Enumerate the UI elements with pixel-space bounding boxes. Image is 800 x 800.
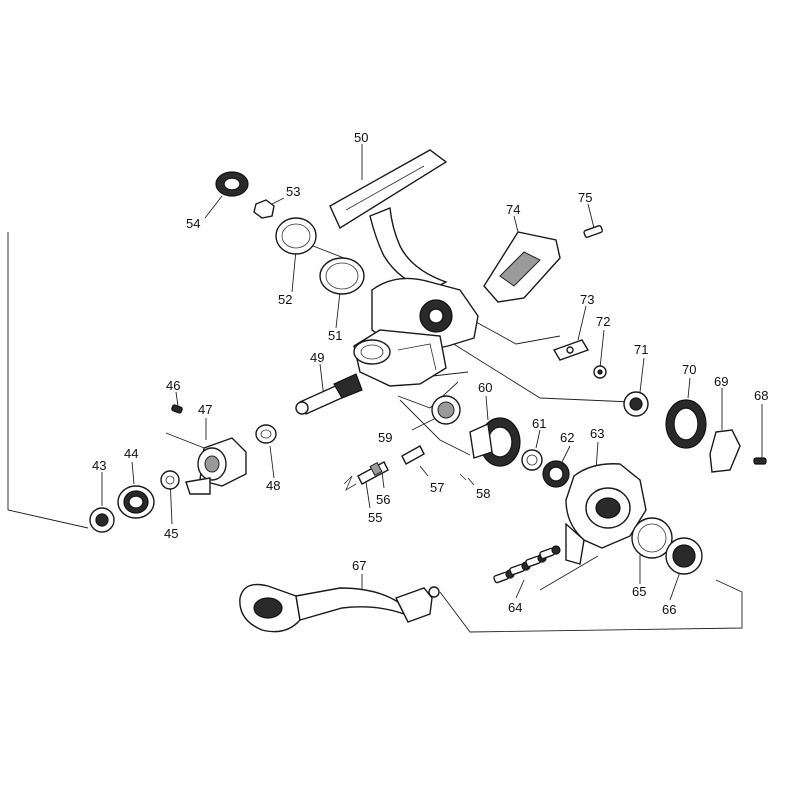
part-50-reel-foot [329,149,448,291]
part-73-plate [552,339,590,361]
part-74-cover [483,231,561,303]
label-56: 56 [376,492,390,507]
part-67-handle [239,583,440,633]
label-72: 72 [596,314,610,329]
label-52: 52 [278,292,292,307]
part-54-bearing [215,171,249,197]
part-43-bushing [89,507,115,533]
part-68-screw [753,457,767,465]
part-47-clutch [185,437,247,495]
part-64-screws [493,545,561,584]
part-63-side-cover [565,463,647,565]
part-49-pinion-gear [295,373,363,415]
label-55: 55 [368,510,382,525]
part-53-nut [253,199,275,219]
part-61-washer [521,449,543,471]
label-51: 51 [328,328,342,343]
label-44: 44 [124,446,138,461]
label-65: 65 [632,584,646,599]
part-60-drive-gear [469,417,521,467]
label-67: 67 [352,558,366,573]
part-72-screw [593,365,607,379]
part-52-ring [275,217,317,255]
leader-lines [7,144,763,633]
label-54: 54 [186,216,200,231]
part-71-bearing [623,391,649,417]
label-71: 71 [634,342,648,357]
label-60: 60 [478,380,492,395]
label-46: 46 [166,378,180,393]
part-48-washer [255,424,277,444]
part-57-pin [401,445,425,465]
part-75-screw [583,224,603,238]
label-58: 58 [476,486,490,501]
label-73: 73 [580,292,594,307]
label-45: 45 [164,526,178,541]
label-75: 75 [578,190,592,205]
label-43: 43 [92,458,106,473]
part-51-gasket [319,257,365,295]
label-61: 61 [532,416,546,431]
part-56-shaft [357,461,389,485]
part-55-spring [343,475,357,491]
part-45-washer [160,470,180,490]
label-47: 47 [198,402,212,417]
label-49: 49 [310,350,324,365]
part-58-clip [459,473,467,481]
part-44-ring [117,485,155,519]
part-65-gasket [631,517,673,559]
label-66: 66 [662,602,676,617]
reel-body [353,277,479,387]
part-70-gear [665,399,707,449]
label-50: 50 [354,130,368,145]
part-46-screw [171,404,183,414]
part-66-cap [665,537,703,575]
callout-labels: 50 53 54 52 51 49 46 47 44 43 48 45 59 6… [92,130,768,617]
label-70: 70 [682,362,696,377]
label-53: 53 [286,184,300,199]
part-62-bearing [542,460,570,488]
label-48: 48 [266,478,280,493]
label-74: 74 [506,202,520,217]
label-69: 69 [714,374,728,389]
label-62: 62 [560,430,574,445]
label-64: 64 [508,600,522,615]
part-59-bearing [431,395,461,425]
label-57: 57 [430,480,444,495]
part-69-bracket [709,429,741,473]
label-68: 68 [754,388,768,403]
label-63: 63 [590,426,604,441]
label-59: 59 [378,430,392,445]
